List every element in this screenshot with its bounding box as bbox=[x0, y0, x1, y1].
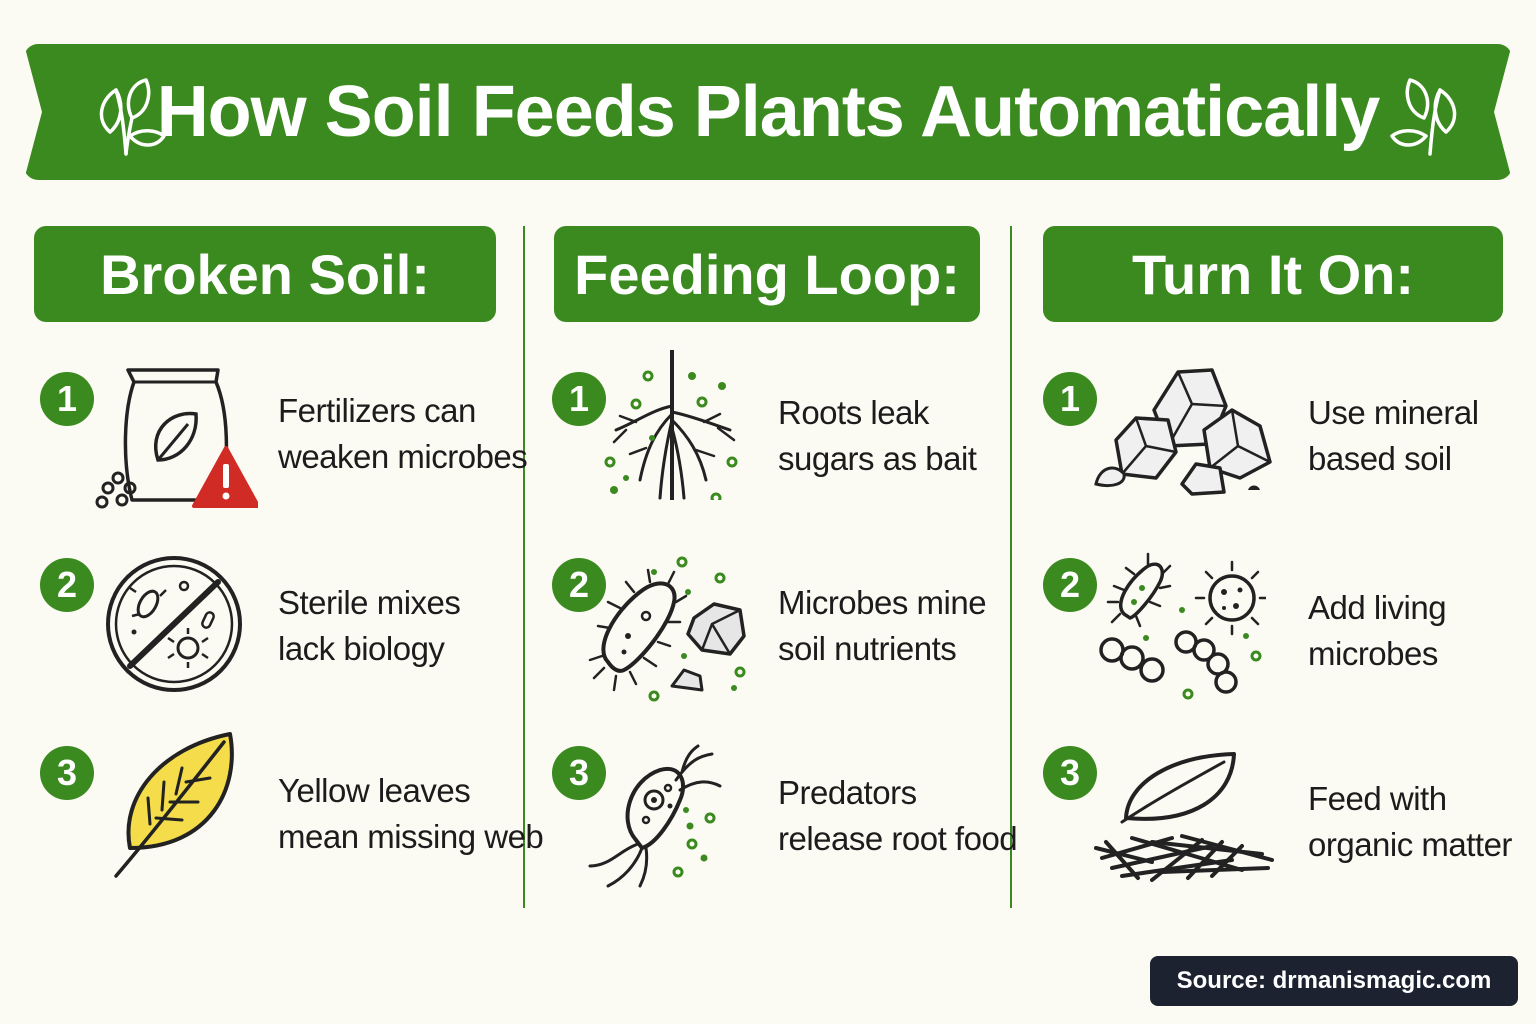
step-number: 3 bbox=[552, 746, 606, 800]
step-number: 3 bbox=[1043, 746, 1097, 800]
column-divider bbox=[1010, 226, 1012, 908]
item-label: Predators release root food bbox=[778, 774, 1018, 857]
item-label: Feed with organic matter bbox=[1308, 780, 1512, 863]
step-number: 3 bbox=[40, 746, 94, 800]
column-turn-it-on: Turn It On: bbox=[1043, 226, 1503, 322]
column-broken-soil: Broken Soil: bbox=[34, 226, 496, 322]
protozoa-icon bbox=[588, 744, 722, 888]
item-label: Use mineral based soil bbox=[1308, 394, 1479, 477]
title-banner: How Soil Feeds Plants Automatically bbox=[24, 44, 1512, 180]
column-feeding-loop: Feeding Loop: bbox=[554, 226, 980, 322]
yellow-leaf-icon bbox=[114, 732, 234, 878]
item-label: Add living microbes bbox=[1308, 589, 1447, 672]
column-header: Turn It On: bbox=[1043, 226, 1503, 322]
living-microbes-icon bbox=[1099, 552, 1266, 700]
step-number: 2 bbox=[40, 558, 94, 612]
leaf-mulch-icon bbox=[1094, 752, 1274, 882]
fertilizer-bag-warning-icon bbox=[95, 368, 258, 509]
column-header: Broken Soil: bbox=[34, 226, 496, 322]
item-label: Yellow leaves mean missing web bbox=[278, 772, 544, 855]
step-number: 1 bbox=[1043, 372, 1097, 426]
column-divider bbox=[523, 226, 525, 908]
source-credit: Source: drmanismagic.com bbox=[1150, 956, 1518, 1006]
step-number: 2 bbox=[552, 558, 606, 612]
leaf-sprig-icon bbox=[99, 78, 166, 156]
mineral-rocks-icon bbox=[1094, 368, 1272, 496]
column-header: Feeding Loop: bbox=[554, 226, 980, 322]
item-label: Microbes mine soil nutrients bbox=[778, 584, 987, 667]
item-label: Sterile mixes lack biology bbox=[278, 584, 461, 667]
microbe-rock-icon bbox=[588, 556, 746, 702]
item-label: Fertilizers can weaken microbes bbox=[278, 392, 528, 475]
step-number: 2 bbox=[1043, 558, 1097, 612]
step-number: 1 bbox=[552, 372, 606, 426]
page-title: How Soil Feeds Plants Automatically bbox=[156, 72, 1381, 152]
no-microbes-icon bbox=[106, 556, 242, 692]
leaf-sprig-icon bbox=[1390, 78, 1457, 156]
roots-icon bbox=[604, 350, 738, 500]
item-label: Roots leak sugars as bait bbox=[778, 394, 977, 477]
step-number: 1 bbox=[40, 372, 94, 426]
